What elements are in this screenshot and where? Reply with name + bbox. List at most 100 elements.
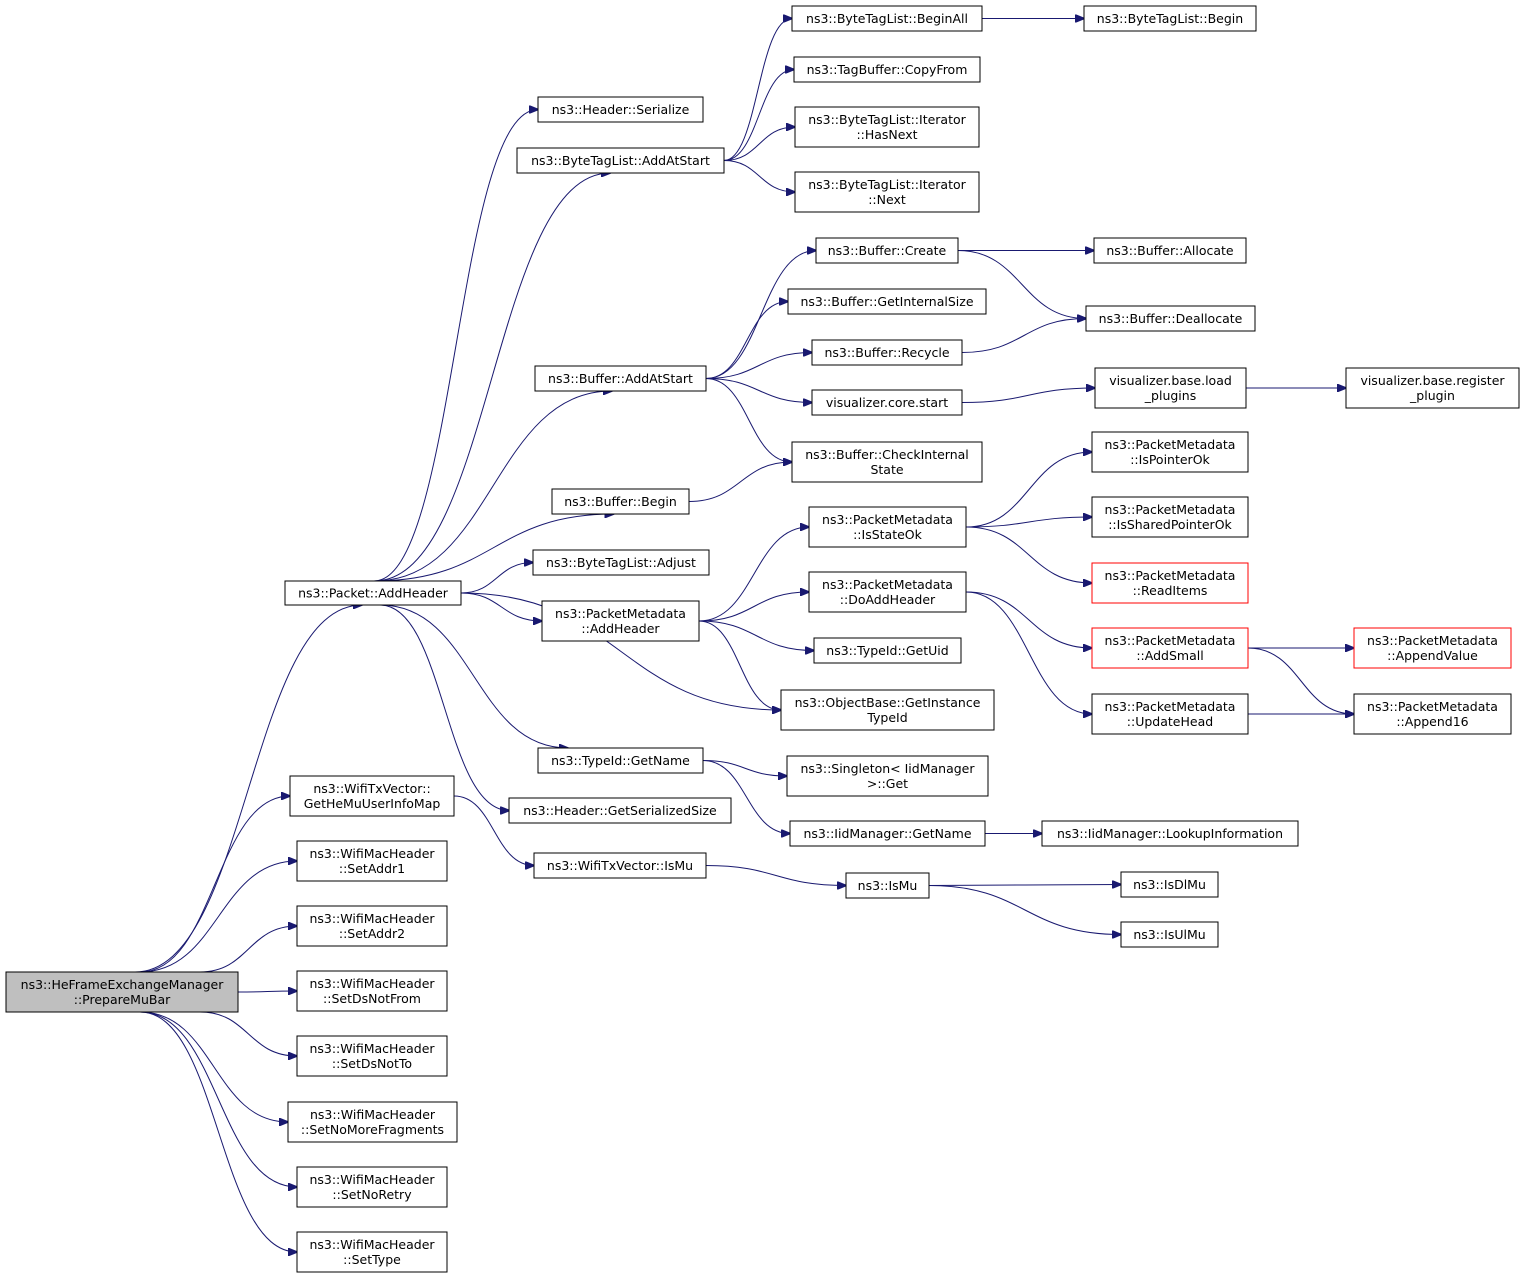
node-typeidGetName[interactable]: ns3::TypeId::GetName xyxy=(537,747,704,774)
edge-btlAddAtStart-to-btlItHasNext xyxy=(723,127,795,161)
node-isMu[interactable]: ns3::IsMu xyxy=(845,872,930,899)
node-pmReadItems[interactable]: ns3::PacketMetadata::ReadItems xyxy=(1091,562,1249,604)
node-pmAppend16[interactable]: ns3::PacketMetadata::Append16 xyxy=(1353,693,1512,735)
node-label: ns3::WifiMacHeader xyxy=(309,1041,435,1056)
node-label: ns3::PacketMetadata xyxy=(1105,633,1236,648)
node-setnoretry[interactable]: ns3::WifiMacHeader::SetNoRetry xyxy=(296,1166,448,1208)
node-box xyxy=(787,288,987,315)
node-label: ns3::WifiMacHeader xyxy=(309,976,435,991)
node-label: ::SetDsNotFrom xyxy=(323,991,421,1006)
node-bufRecycle[interactable]: ns3::Buffer::Recycle xyxy=(811,339,963,366)
node-hdrGetSerSize[interactable]: ns3::Header::GetSerializedSize xyxy=(508,797,732,824)
node-btlBeginAll[interactable]: ns3::ByteTagList::BeginAll xyxy=(791,5,983,32)
node-box xyxy=(1083,5,1257,32)
node-pmIsStateOk[interactable]: ns3::PacketMetadata::IsStateOk xyxy=(808,506,967,548)
node-settype[interactable]: ns3::WifiMacHeader::SetType xyxy=(296,1231,448,1273)
node-label: ::HasNext xyxy=(856,127,917,142)
node-label: ::AddSmall xyxy=(1136,648,1203,663)
edge-root-to-addheader xyxy=(134,605,362,973)
node-label: ns3::Buffer::Create xyxy=(828,243,947,258)
node-bufAllocate[interactable]: ns3::Buffer::Allocate xyxy=(1093,237,1247,264)
edge-pmIsStateOk-to-pmReadItems xyxy=(965,526,1092,583)
edge-bufAddAtStart-to-bufCreate xyxy=(705,251,816,379)
node-label: ns3::IsDlMu xyxy=(1133,877,1206,892)
node-label: ns3::WifiMacHeader xyxy=(309,846,435,861)
node-setdsnotfrom[interactable]: ns3::WifiMacHeader::SetDsNotFrom xyxy=(296,970,448,1012)
node-vizLoadPlugins[interactable]: visualizer.base.load_plugins xyxy=(1094,367,1247,409)
edge-pmAddHeader-to-pmIsStateOk xyxy=(698,527,809,622)
node-pmUpdateHead[interactable]: ns3::PacketMetadata::UpdateHead xyxy=(1091,693,1249,735)
node-btlBegin[interactable]: ns3::ByteTagList::Begin xyxy=(1083,5,1257,32)
edge-addheader-to-bufBegin xyxy=(373,514,614,582)
node-label: ns3::IsUlMu xyxy=(1133,927,1205,942)
node-btlItNext[interactable]: ns3::ByteTagList::Iterator::Next xyxy=(794,171,980,213)
node-label: ::Next xyxy=(868,192,906,207)
node-btlAdjust[interactable]: ns3::ByteTagList::Adjust xyxy=(532,549,710,576)
node-setaddr2[interactable]: ns3::WifiMacHeader::SetAddr2 xyxy=(296,905,448,947)
node-label: >::Get xyxy=(867,776,908,791)
node-box xyxy=(1085,305,1256,332)
node-box xyxy=(296,970,448,1012)
node-iidLookup[interactable]: ns3::IidManager::LookupInformation xyxy=(1041,820,1299,847)
node-label: ns3::Header::GetSerializedSize xyxy=(523,803,717,818)
node-label: ns3::ByteTagList::AddAtStart xyxy=(531,153,710,168)
node-pmAddSmall[interactable]: ns3::PacketMetadata::AddSmall xyxy=(1091,627,1249,669)
node-bufCreate[interactable]: ns3::Buffer::Create xyxy=(815,237,959,264)
node-isUlMu[interactable]: ns3::IsUlMu xyxy=(1120,921,1219,948)
node-addheader[interactable]: ns3::Packet::AddHeader xyxy=(284,580,462,606)
node-btlAddAtStart[interactable]: ns3::ByteTagList::AddAtStart xyxy=(516,147,725,174)
node-label: ns3::IidManager::LookupInformation xyxy=(1057,826,1283,841)
node-typeidGetUid[interactable]: ns3::TypeId::GetUid xyxy=(813,637,962,664)
node-vizCoreStart[interactable]: visualizer.core.start xyxy=(811,389,963,416)
node-pmAddHeader[interactable]: ns3::PacketMetadata::AddHeader xyxy=(541,600,700,642)
node-bufAddAtStart[interactable]: ns3::Buffer::AddAtStart xyxy=(534,365,707,392)
node-box xyxy=(284,580,462,606)
edge-typeidGetName-to-singletonGet xyxy=(702,760,787,777)
node-getheMu[interactable]: ns3::WifiTxVector::GetHeMuUserInfoMap xyxy=(289,775,455,817)
node-label: ns3::ByteTagList::BeginAll xyxy=(806,11,968,26)
node-hdrserialize[interactable]: ns3::Header::Serialize xyxy=(537,96,704,123)
node-label: ns3::Buffer::Deallocate xyxy=(1099,311,1243,326)
edge-addheader-to-btlAddAtStart xyxy=(373,173,610,582)
node-label: ns3::Buffer::Allocate xyxy=(1106,243,1234,258)
node-root[interactable]: ns3::HeFrameExchangeManager::PrepareMuBa… xyxy=(5,971,239,1013)
node-bufDeallocate[interactable]: ns3::Buffer::Deallocate xyxy=(1085,305,1256,332)
edge-bufAddAtStart-to-bufRecycle xyxy=(705,353,812,379)
node-box xyxy=(537,747,704,774)
node-pmDoAddHeader[interactable]: ns3::PacketMetadata::DoAddHeader xyxy=(808,571,967,613)
node-pmAppendValue[interactable]: ns3::PacketMetadata::AppendValue xyxy=(1353,627,1512,669)
node-pmIsPointerOk[interactable]: ns3::PacketMetadata::IsPointerOk xyxy=(1091,431,1249,473)
node-setnomorefrag[interactable]: ns3::WifiMacHeader::SetNoMoreFragments xyxy=(287,1101,458,1143)
node-isDlMu[interactable]: ns3::IsDlMu xyxy=(1120,871,1219,898)
node-label: visualizer.base.load xyxy=(1109,373,1232,388)
node-singletonGet[interactable]: ns3::Singleton< IidManager>::Get xyxy=(786,755,989,797)
node-label: GetHeMuUserInfoMap xyxy=(304,796,441,811)
edge-bufBegin-to-bufCheckInternal xyxy=(688,462,792,502)
node-box xyxy=(533,852,707,879)
node-pmIsSharedPointerOk[interactable]: ns3::PacketMetadata::IsSharedPointerOk xyxy=(1091,496,1249,538)
node-label: ::SetNoMoreFragments xyxy=(301,1122,444,1137)
node-tagCopyFrom[interactable]: ns3::TagBuffer::CopyFrom xyxy=(793,56,981,83)
node-label: ns3::IidManager::GetName xyxy=(803,826,971,841)
node-label: ns3::PacketMetadata xyxy=(1105,437,1236,452)
node-setaddr1[interactable]: ns3::WifiMacHeader::SetAddr1 xyxy=(296,840,448,882)
node-wtxIsMu[interactable]: ns3::WifiTxVector::IsMu xyxy=(533,852,707,879)
node-box xyxy=(296,840,448,882)
node-bufGetInternalSize[interactable]: ns3::Buffer::GetInternalSize xyxy=(787,288,987,315)
node-box xyxy=(1091,562,1249,604)
edge-pmDoAddHeader-to-pmAddSmall xyxy=(965,591,1092,648)
node-bufBegin[interactable]: ns3::Buffer::Begin xyxy=(551,488,690,515)
node-setdsnotto[interactable]: ns3::WifiMacHeader::SetDsNotTo xyxy=(296,1035,448,1077)
node-label: ns3::WifiMacHeader xyxy=(309,911,435,926)
node-btlItHasNext[interactable]: ns3::ByteTagList::Iterator::HasNext xyxy=(794,106,980,148)
node-iidGetName[interactable]: ns3::IidManager::GetName xyxy=(789,820,986,847)
node-vizRegisterPlugin[interactable]: visualizer.base.register_plugin xyxy=(1345,367,1520,409)
node-box xyxy=(1353,627,1512,669)
node-label: ns3::TypeId::GetName xyxy=(551,753,690,768)
node-label: ::SetDsNotTo xyxy=(332,1056,412,1071)
node-label: ::IsSharedPointerOk xyxy=(1108,517,1232,532)
node-box xyxy=(532,549,710,576)
edge-root-to-setnomorefrag xyxy=(139,1011,288,1122)
